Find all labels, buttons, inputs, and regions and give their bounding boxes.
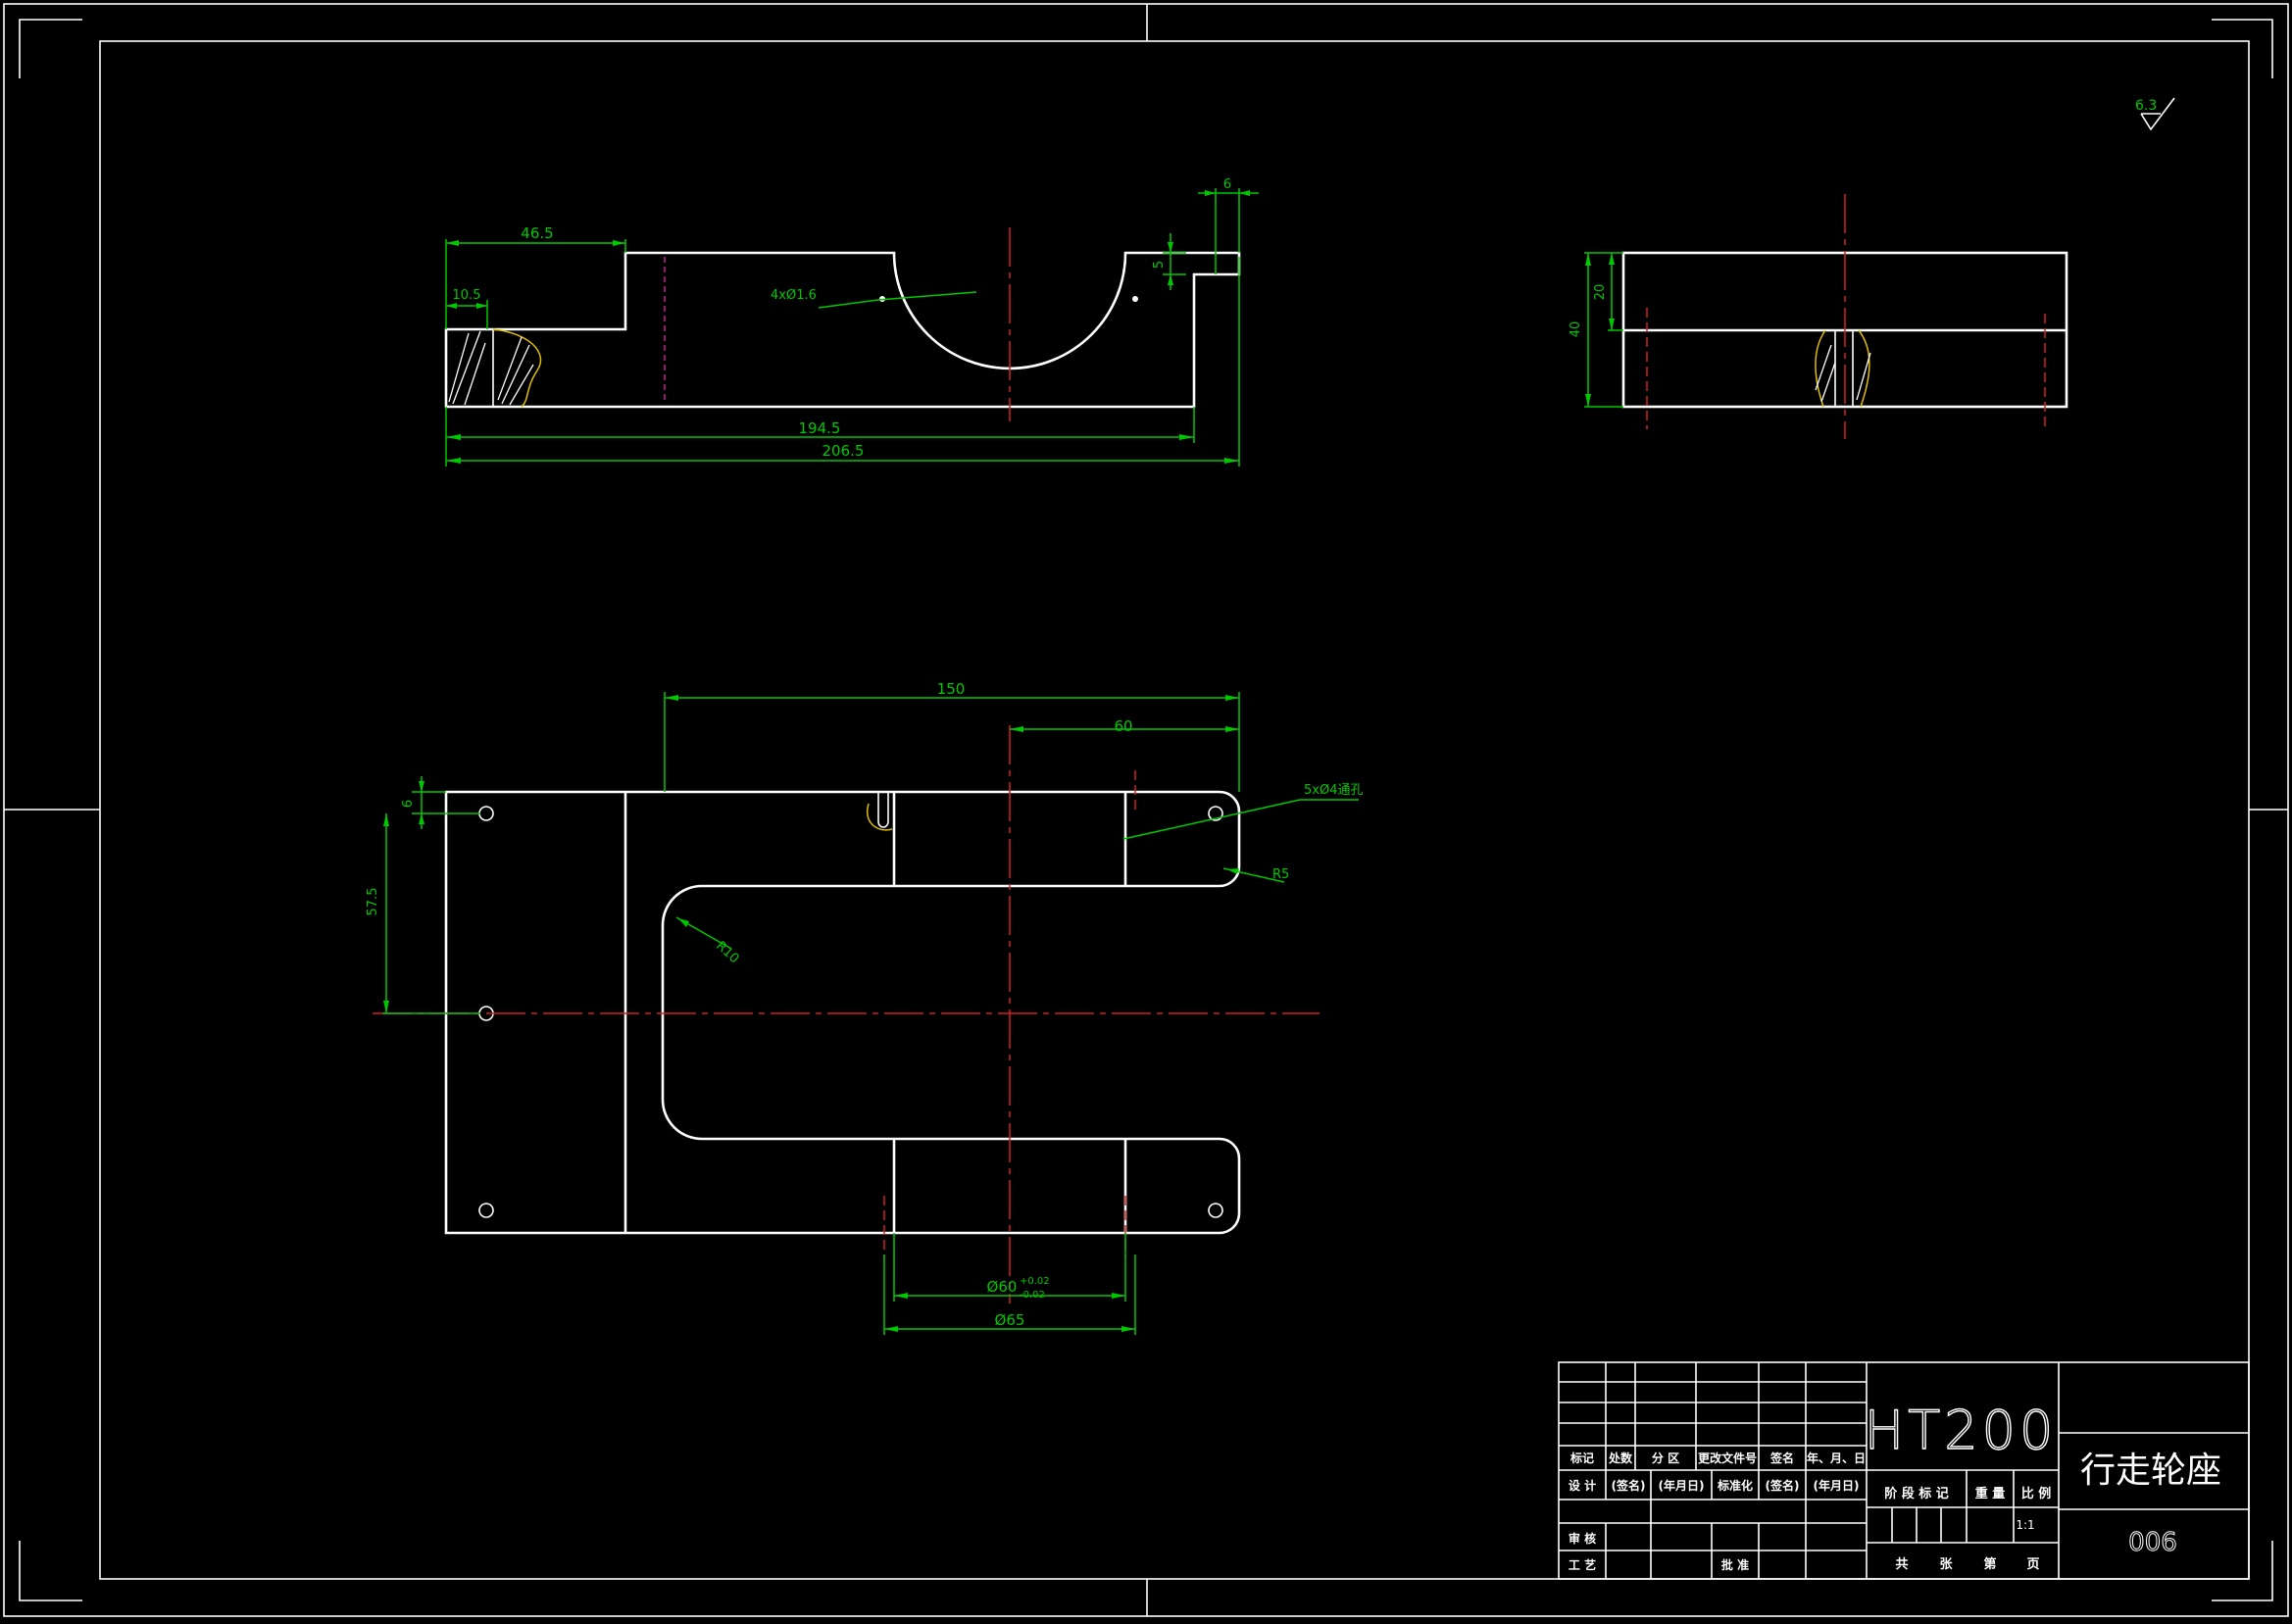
tol-upper: +0.02 xyxy=(1020,1276,1050,1287)
dim-206-5: 206.5 xyxy=(822,442,865,460)
roughness-value: 6.3 xyxy=(2135,98,2157,114)
svg-text:(年月日): (年月日) xyxy=(1659,1478,1705,1493)
top-hole-4 xyxy=(1208,806,1223,821)
svg-text:设 计: 设 计 xyxy=(1569,1478,1596,1493)
front-view: 46.5 10.5 6 5 4xØ1.6 194.5 xyxy=(444,177,1259,467)
tol-lower: -0.02 xyxy=(1020,1290,1045,1301)
approve-label: 批 准 xyxy=(1721,1557,1749,1572)
radius-r5: R5 xyxy=(1272,867,1289,882)
svg-text:共: 共 xyxy=(1895,1556,1908,1572)
svg-text:标记: 标记 xyxy=(1570,1451,1594,1465)
svg-text:标准化: 标准化 xyxy=(1717,1478,1753,1493)
svg-text:(签名): (签名) xyxy=(1766,1478,1800,1493)
review-label: 审 核 xyxy=(1569,1531,1596,1546)
sheet-frame xyxy=(3,3,2289,1617)
top-hole-1 xyxy=(478,806,494,821)
svg-text:张: 张 xyxy=(1939,1557,1953,1572)
front-hatch xyxy=(448,328,542,408)
svg-text:(年月日): (年月日) xyxy=(1814,1478,1860,1493)
dim-46-5: 46.5 xyxy=(521,224,553,242)
front-view-outline xyxy=(444,251,1241,409)
drawing-number: 006 xyxy=(2128,1528,2177,1557)
process-label: 工 艺 xyxy=(1569,1557,1596,1572)
svg-text:阶 段 标 记: 阶 段 标 记 xyxy=(1884,1486,1949,1501)
dim-phi60: Ø60 xyxy=(987,1278,1018,1296)
svg-text:更改文件号: 更改文件号 xyxy=(1698,1451,1757,1465)
dim-60: 60 xyxy=(1114,717,1132,735)
dim-40: 40 xyxy=(1569,321,1583,338)
top-holes xyxy=(478,806,1223,1218)
top-view: 150 60 6 57.5 5xØ4通孔 R5 R10 xyxy=(366,680,1363,1335)
svg-text:页: 页 xyxy=(2026,1557,2039,1572)
svg-text:第: 第 xyxy=(1983,1556,1996,1572)
dim-6-top: 6 xyxy=(401,800,416,808)
svg-text:(签名): (签名) xyxy=(1612,1478,1646,1493)
corner-mark-tl xyxy=(19,19,82,78)
material-label: HT200 xyxy=(1865,1400,2058,1461)
stage-headers: 阶 段 标 记 重 量 比 例 xyxy=(1884,1486,2051,1501)
revision-headers: 标记 处数 分 区 更改文件号 签名 年、月、日 xyxy=(1570,1451,1866,1465)
top-hole-5 xyxy=(1208,1203,1223,1218)
inner-frame xyxy=(99,40,2250,1580)
svg-text:重 量: 重 量 xyxy=(1975,1486,2006,1501)
roughness-symbol: 6.3 xyxy=(2135,97,2175,131)
corner-mark-bl xyxy=(19,1541,82,1601)
sheet-count-row: 共 张 第 页 xyxy=(1895,1556,2039,1572)
dim-phi65: Ø65 xyxy=(995,1311,1025,1329)
title-block: 标记 处数 分 区 更改文件号 签名 年、月、日 设 计 (签名) (年月日) … xyxy=(1558,1361,2250,1580)
dim-57-5: 57.5 xyxy=(366,888,380,916)
side-hatch xyxy=(1815,329,1871,408)
dim-5: 5 xyxy=(1152,261,1167,269)
top-holes-note: 5xØ4通孔 xyxy=(1304,783,1363,798)
top-hole-3 xyxy=(478,1203,494,1218)
scale-value: 1:1 xyxy=(2016,1518,2034,1532)
svg-text:比 例: 比 例 xyxy=(2021,1486,2052,1501)
dim-6-front: 6 xyxy=(1223,177,1231,192)
corner-mark-tr xyxy=(2212,19,2273,78)
top-view-outline xyxy=(444,790,1241,1235)
svg-text:处数: 处数 xyxy=(1608,1451,1633,1465)
design-row: 设 计 (签名) (年月日) 标准化 (签名) (年月日) xyxy=(1569,1478,1860,1493)
part-name: 行走轮座 xyxy=(2080,1451,2221,1491)
dim-20: 20 xyxy=(1593,284,1608,301)
front-hole-2 xyxy=(1132,296,1138,302)
front-holes-note: 4xØ1.6 xyxy=(771,288,817,303)
svg-text:分 区: 分 区 xyxy=(1652,1451,1679,1465)
outer-border xyxy=(3,3,2289,1617)
dim-194-5: 194.5 xyxy=(799,419,841,437)
svg-text:签名: 签名 xyxy=(1769,1451,1794,1465)
radius-r10: R10 xyxy=(713,939,741,966)
dim-10-5: 10.5 xyxy=(453,288,481,303)
corner-mark-br xyxy=(2212,1541,2273,1601)
side-view: 40 20 xyxy=(1569,194,2068,439)
dim-150: 150 xyxy=(937,680,966,698)
svg-text:年、月、日: 年、月、日 xyxy=(1807,1451,1866,1465)
revision-grid xyxy=(1559,1362,1868,1579)
